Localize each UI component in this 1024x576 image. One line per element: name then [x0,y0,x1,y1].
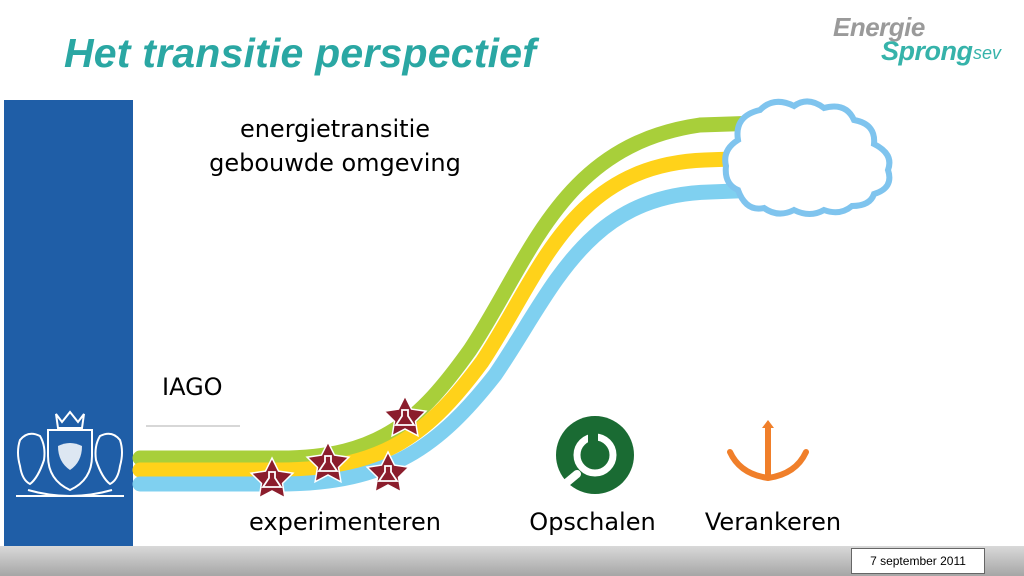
transition-curve-2 [132,150,768,478]
logo-line-energie: Energie [833,12,925,42]
phase-label-opschalen: Opschalen [529,508,656,536]
phase-label-experimenteren: experimenteren [249,508,441,536]
slide-title: Het transitie perspectief [64,30,537,76]
slide-date: 7 september 2011 [851,548,985,574]
growth-circle-icon [556,416,634,494]
transition-curve-3 [132,182,768,492]
cloud-icon [722,98,893,217]
goal-label-line1: energietransitie [239,115,431,143]
goal-label: energietransitie gebouwde omgeving [170,112,500,180]
flask-star-icon [249,456,295,500]
transition-curves [132,115,768,492]
flask-star-icon [365,450,411,494]
goal-label-line2: gebouwde omgeving [209,149,461,177]
flask-star-icon [382,394,428,438]
flask-star-icon [305,440,351,484]
rail-edge [0,100,4,546]
logo-line-sprong: Sprong [881,36,973,66]
logo-line-sev: sev [973,43,1002,63]
anchor-icon [727,420,809,482]
phase-label-verankeren: Verankeren [704,508,842,536]
start-label: IAGO [162,373,223,401]
energiesprong-logo: Energie Sprong sev [833,10,1008,68]
experiment-markers [249,394,428,500]
coat-of-arms-icon [16,410,124,497]
transition-curve-1 [132,115,768,466]
